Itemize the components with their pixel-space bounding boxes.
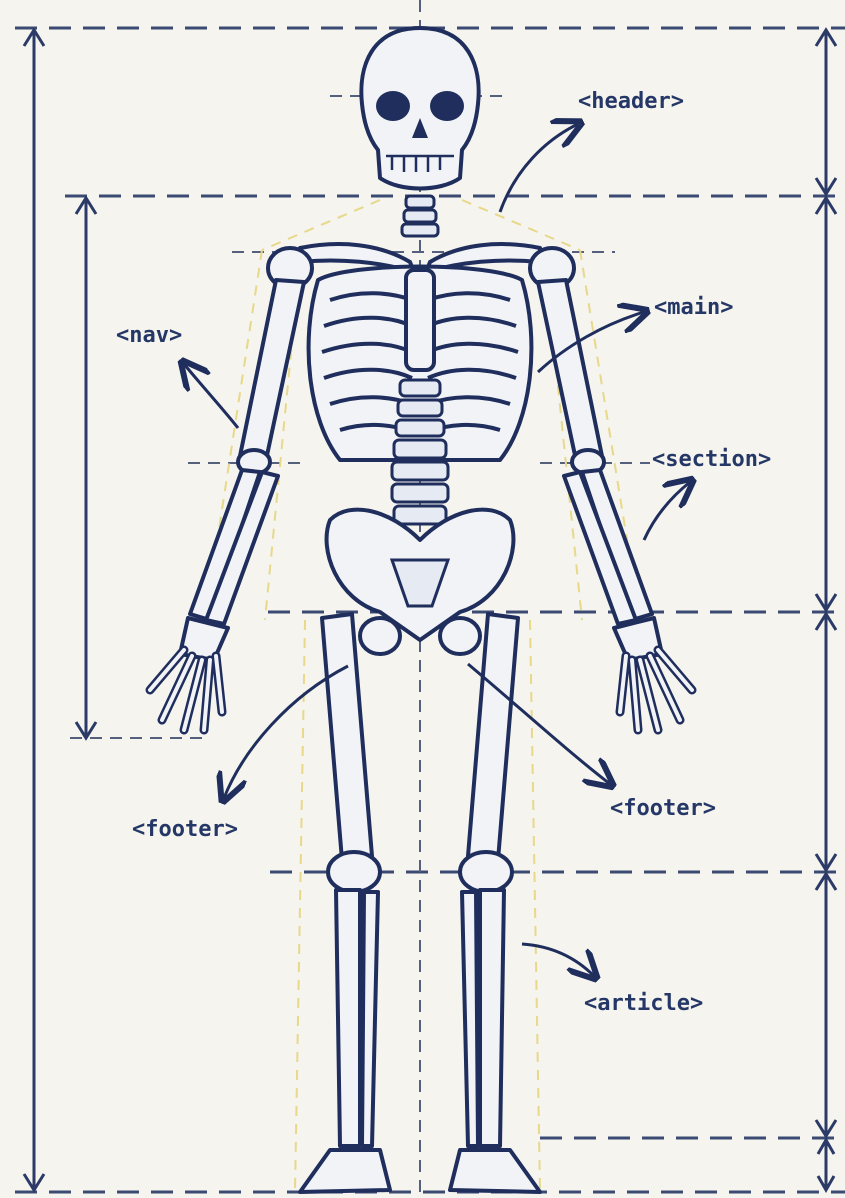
label-footer-left: <footer> bbox=[132, 817, 238, 842]
cervical-spine bbox=[402, 196, 438, 236]
label-main: <main> bbox=[654, 295, 733, 320]
skull bbox=[361, 28, 478, 189]
label-nav: <nav> bbox=[116, 323, 182, 348]
lumbar-spine bbox=[392, 380, 448, 524]
left-leg bbox=[300, 614, 390, 1192]
right-arm bbox=[538, 280, 692, 730]
skeleton-illustration bbox=[150, 28, 692, 1192]
label-article: <article> bbox=[584, 991, 703, 1016]
label-footer-right: <footer> bbox=[610, 796, 716, 821]
label-header: <header> bbox=[578, 89, 684, 114]
label-section: <section> bbox=[652, 447, 771, 472]
right-leg bbox=[450, 614, 540, 1192]
